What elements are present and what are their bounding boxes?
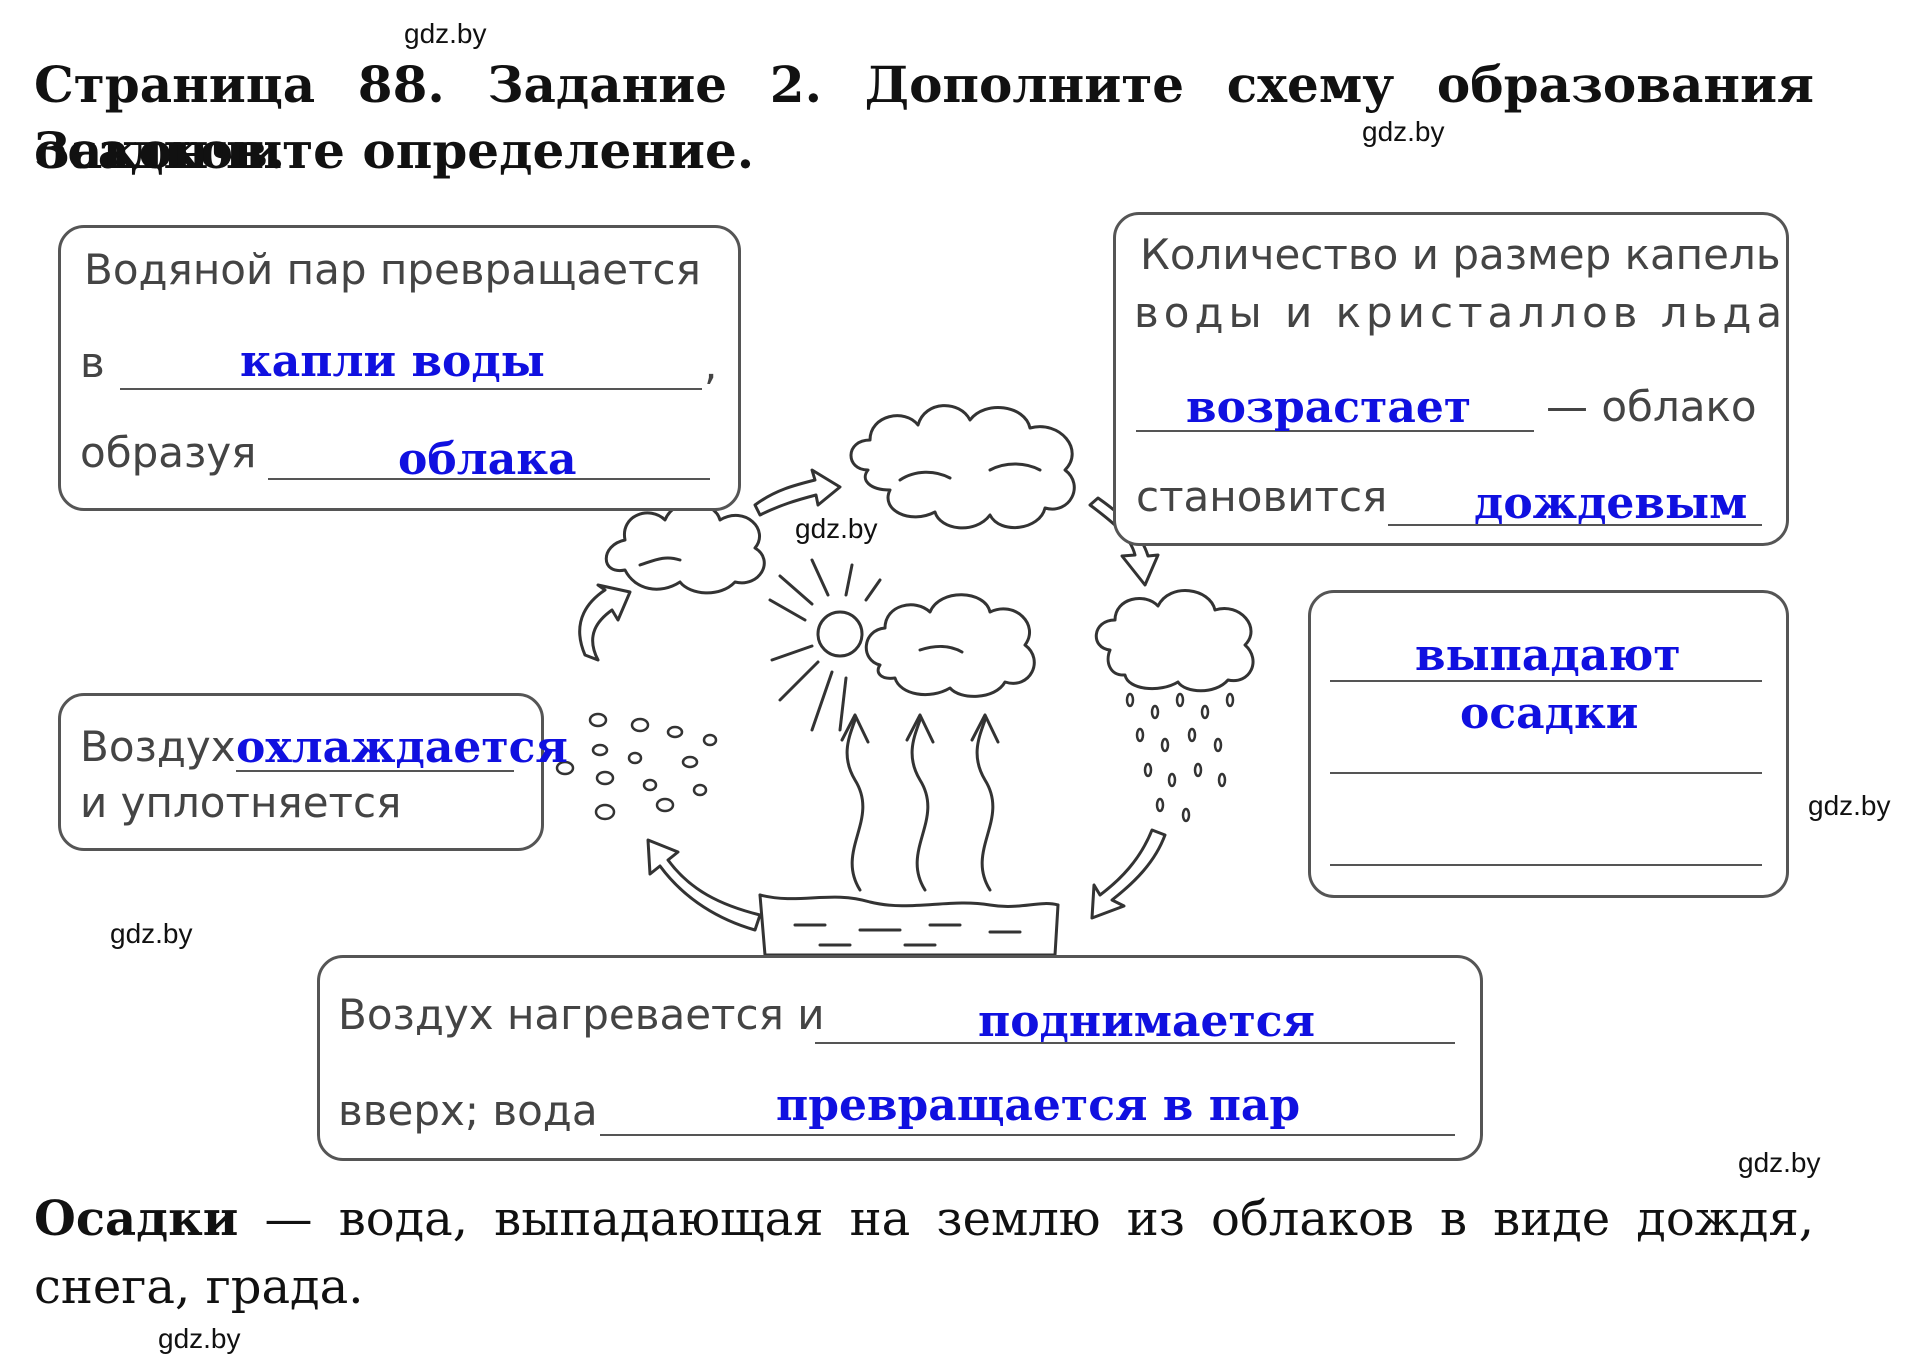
box-precipitation-falls: [1308, 590, 1789, 898]
definition-text: — вода, выпадающая на землю из облаков в…: [238, 1191, 1814, 1247]
blank-line: [236, 770, 514, 772]
box-drops-text2: воды и кристаллов льда: [1134, 288, 1788, 337]
answer-rises: поднимается: [978, 996, 1316, 1047]
task-heading-line2: Закончите определение.: [34, 121, 755, 180]
blank-line: [1136, 430, 1534, 432]
blank-line: [600, 1134, 1455, 1136]
answer-increases: возрастает: [1186, 382, 1472, 433]
definition-line1: Осадки — вода, выпадающая на землю из об…: [34, 1186, 1814, 1252]
answer-precipitation: осадки: [1460, 688, 1639, 739]
blank-line: [1388, 524, 1762, 526]
box-air-cools-text2: и уплотняется: [80, 778, 402, 827]
box-water-vapor-prefix: в: [80, 338, 105, 387]
blank-line: [1330, 772, 1762, 774]
box-air-heats: [317, 955, 1483, 1161]
task-heading-line1: Страница 88. Задание 2. Дополните схему …: [34, 55, 1814, 180]
definition-term: Осадки: [34, 1191, 239, 1247]
blank-line: [1330, 864, 1762, 866]
box-water-vapor: [58, 225, 741, 511]
box-air-heats-text2: вверх; вода: [338, 1086, 598, 1135]
definition-line2: снега, града.: [34, 1259, 364, 1315]
watermark: gdz.by: [1808, 790, 1891, 821]
answer-rainy: дождевым: [1474, 478, 1748, 529]
box-drops-suffix: — облако: [1546, 382, 1757, 431]
box-drops-text3: становится: [1136, 472, 1388, 521]
blank-line: [268, 478, 710, 480]
blank-line: [815, 1042, 1455, 1044]
box-drops-text1: Количество и размер капель: [1140, 230, 1781, 279]
answer-turns-into-vapor: превращается в пар: [776, 1080, 1301, 1131]
answer-cools: охлаждается: [236, 722, 568, 773]
box-water-vapor-text1: Водяной пар превращается: [84, 245, 701, 294]
box-water-vapor-text2: образуя: [80, 428, 257, 477]
box-water-vapor-comma: ,: [704, 340, 718, 389]
blank-line: [1330, 680, 1762, 682]
watermark: gdz.by: [795, 513, 878, 544]
answer-clouds: облака: [398, 434, 577, 485]
watermark: gdz.by: [158, 1323, 241, 1354]
watermark: gdz.by: [404, 18, 487, 49]
answer-fall: выпадают: [1415, 630, 1681, 681]
box-drops-increase: [1113, 212, 1789, 546]
blank-line: [120, 388, 702, 390]
box-air-heats-text1: Воздух нагревается и: [338, 990, 825, 1039]
answer-water-drops: капли воды: [240, 336, 545, 387]
box-air-cools-prefix: Воздух: [80, 722, 236, 771]
watermark: gdz.by: [1362, 116, 1445, 147]
box-air-cools: [58, 693, 544, 851]
watermark: gdz.by: [1738, 1147, 1821, 1178]
watermark: gdz.by: [110, 918, 193, 949]
